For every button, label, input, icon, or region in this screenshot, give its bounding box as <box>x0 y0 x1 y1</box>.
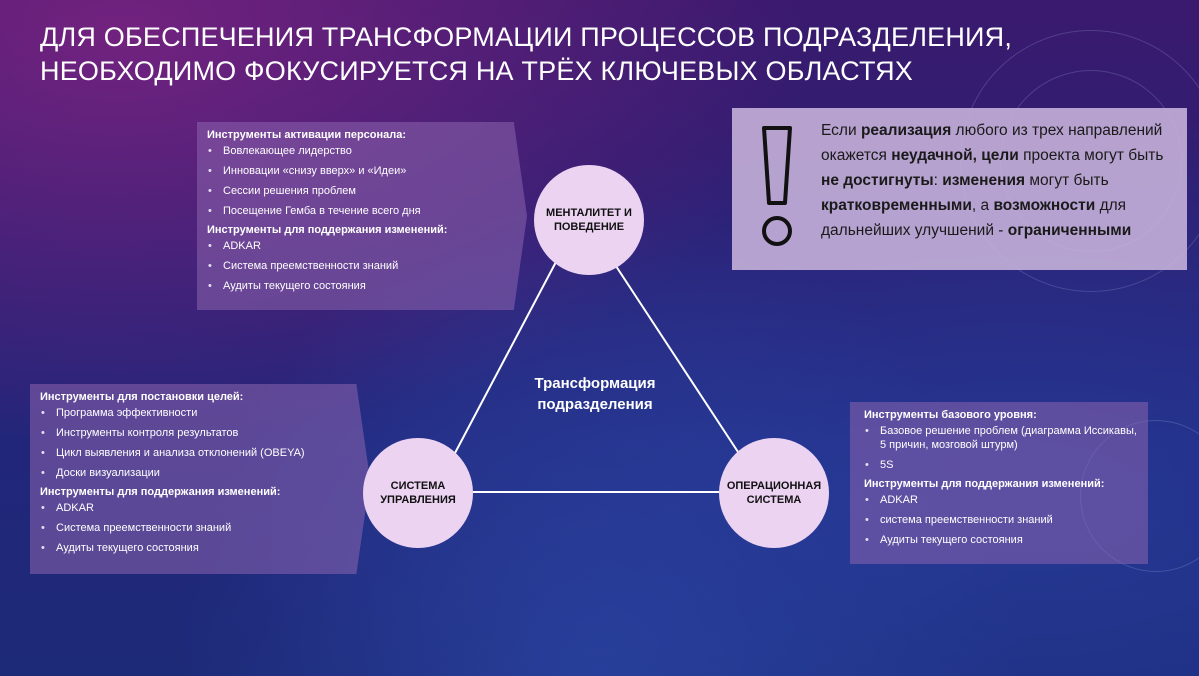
list-item: Цикл выявления и анализа отклонений (OBE… <box>40 446 360 460</box>
warning-fragment: любого из трех направлений окажется <box>821 122 1163 164</box>
list-item: Аудиты текущего состояния <box>207 279 517 293</box>
warning-fragment: : <box>933 172 943 189</box>
page-title: ДЛЯ ОБЕСПЕЧЕНИЯ ТРАНСФОРМАЦИИ ПРОЦЕССОВ … <box>40 22 1013 86</box>
center-label: Трансформация подразделения <box>534 375 656 413</box>
panel-management-tools: Инструменты для постановки целей: Програ… <box>30 384 370 574</box>
warning-fragment: для дальнейших улучшений - <box>821 197 1127 239</box>
warning-emphasis: не достигнуты <box>821 172 934 189</box>
list-item: система преемственности знаний <box>864 513 1138 527</box>
list-item: Инструменты контроля результатов <box>40 426 360 440</box>
edge-top-right <box>611 259 741 456</box>
list-item: Программа эффективности <box>40 406 360 420</box>
warning-emphasis: кратковременными <box>821 197 972 214</box>
list-item: ADKAR <box>40 501 360 515</box>
edge-top-left <box>454 259 558 454</box>
tool-list: Программа эффективности Инструменты конт… <box>40 406 360 480</box>
panel-mentality-tools: Инструменты активации персонала: Вовлека… <box>197 122 527 310</box>
circle-management-system: СИСТЕМА УПРАВЛЕНИЯ <box>363 438 473 548</box>
warning-fragment: , а <box>971 197 994 214</box>
tool-list: ADKAR система преемственности знаний Ауд… <box>864 493 1138 547</box>
warning-fragment: могут быть <box>1025 172 1109 189</box>
circle-operational-system: ОПЕРАЦИОННАЯ СИСТЕМА <box>719 438 829 548</box>
section-heading: Инструменты для поддержания изменений: <box>864 478 1105 490</box>
list-item: ADKAR <box>207 239 517 253</box>
section-heading: Инструменты активации персонала: <box>207 129 407 141</box>
warning-emphasis: изменения <box>942 172 1026 189</box>
list-item: Аудиты текущего состояния <box>40 541 360 555</box>
tool-list: Вовлекающее лидерство Инновации «снизу в… <box>207 144 517 218</box>
list-item: Аудиты текущего состояния <box>864 533 1138 547</box>
section-heading: Инструменты для поддержания изменений: <box>207 224 448 236</box>
circle-mentality: МЕНТАЛИТЕТ И ПОВЕДЕНИЕ <box>534 165 644 275</box>
list-item: 5S <box>864 458 1138 472</box>
list-item: Базовое решение проблем (диаграмма Иссик… <box>864 424 1138 452</box>
warning-box <box>732 108 1187 270</box>
warning-text: Если реализация любого из трех направлен… <box>821 118 1171 243</box>
warning-fragment: Если <box>821 122 861 139</box>
list-item: Посещение Гемба в течение всего дня <box>207 204 517 218</box>
warning-emphasis: неудачной, цели <box>891 147 1019 164</box>
list-item: Доски визуализации <box>40 466 360 480</box>
list-item: ADKAR <box>864 493 1138 507</box>
warning-emphasis: возможности <box>993 197 1096 214</box>
section-heading: Инструменты для поддержания изменений: <box>40 486 281 498</box>
section-heading: Инструменты для постановки целей: <box>40 391 244 403</box>
tool-list: ADKAR Система преемственности знаний Ауд… <box>40 501 360 555</box>
list-item: Сессии решения проблем <box>207 184 517 198</box>
panel-operations-tools: Инструменты базового уровня: Базовое реш… <box>850 402 1148 564</box>
list-item: Система преемственности знаний <box>40 521 360 535</box>
tool-list: Базовое решение проблем (диаграмма Иссик… <box>864 424 1138 472</box>
list-item: Система преемственности знаний <box>207 259 517 273</box>
exclamation-icon <box>762 126 792 246</box>
warning-fragment: проекта могут быть <box>1018 147 1164 164</box>
list-item: Вовлекающее лидерство <box>207 144 517 158</box>
warning-emphasis: ограниченными <box>1007 222 1132 239</box>
warning-emphasis: реализация <box>860 122 952 139</box>
tool-list: ADKAR Система преемственности знаний Ауд… <box>207 239 517 293</box>
list-item: Инновации «снизу вверх» и «Идеи» <box>207 164 517 178</box>
section-heading: Инструменты базового уровня: <box>864 409 1037 421</box>
